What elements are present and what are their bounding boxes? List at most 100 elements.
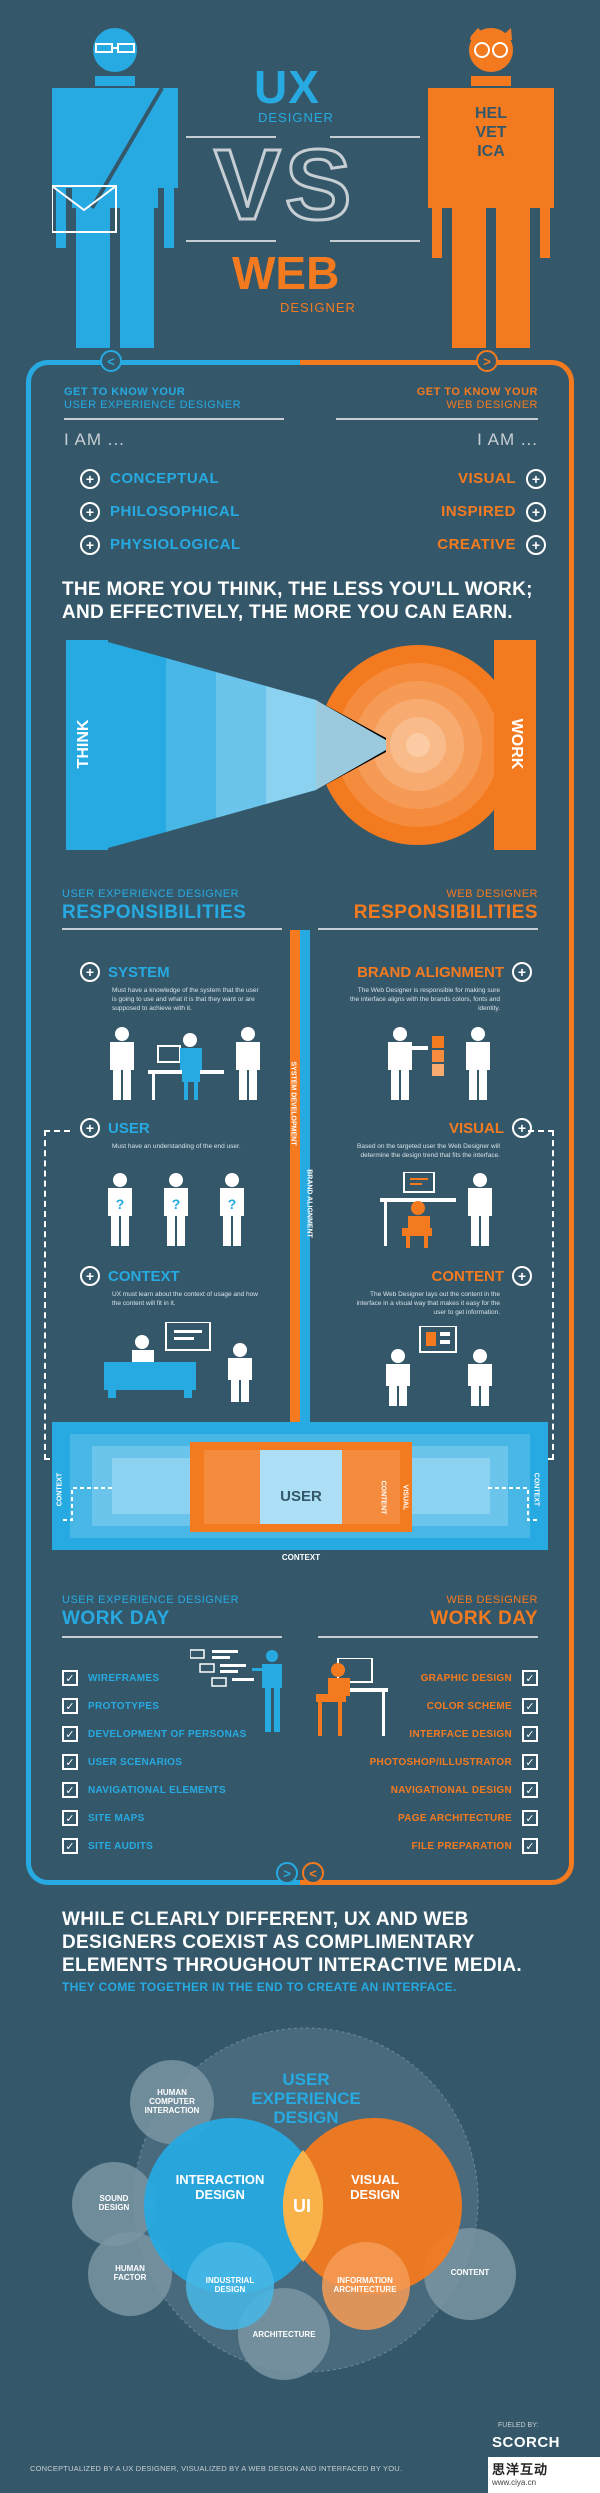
checkbox-icon[interactable]: ✓ [62, 1670, 78, 1686]
user-box-label: USER [280, 1488, 322, 1505]
coexist-sub: THEY COME TOGETHER IN THE END TO CREATE … [62, 1980, 457, 1994]
checkbox-icon[interactable]: ✓ [522, 1838, 538, 1854]
checkbox-icon[interactable]: ✓ [62, 1698, 78, 1714]
wireframe-sketch [190, 1649, 282, 1732]
plus-icon[interactable]: + [80, 1266, 100, 1286]
plus-icon[interactable]: + [80, 1118, 100, 1138]
workday-item: ✓SITE MAPS [62, 1804, 247, 1832]
title-web: WEB [232, 247, 340, 299]
plus-icon[interactable]: + [526, 501, 546, 522]
nav-bottom-left-button[interactable]: < [302, 1862, 324, 1884]
nav-left-button[interactable]: < [100, 350, 122, 372]
shirt-text-line: VET [475, 124, 507, 141]
resp-right-item-content: CONTENT+ The Web Designer lays out the c… [320, 1266, 532, 1317]
checkbox-icon[interactable]: ✓ [62, 1838, 78, 1854]
item-title: BRAND ALIGNMENT [357, 963, 504, 981]
web-frame [300, 360, 574, 1885]
coexist-line-1: WHILE CLEARLY DIFFERENT, UX AND WEB [62, 1909, 469, 1930]
checkbox-icon[interactable]: ✓ [522, 1754, 538, 1770]
plus-icon[interactable]: + [80, 468, 100, 489]
venn-line: DESIGN [195, 2187, 245, 2202]
think-headline-1: THE MORE YOU THINK, THE LESS YOU'LL WORK… [62, 579, 533, 600]
checkbox-icon[interactable]: ✓ [522, 1726, 538, 1742]
workday-item-label: NAVIGATIONAL ELEMENTS [88, 1784, 226, 1796]
nav-right-button[interactable]: > [476, 350, 498, 372]
trait-row: +PHILOSOPHICAL [80, 495, 241, 528]
intro-right-line1: GET TO KNOW YOUR [416, 386, 538, 398]
venn-ui-label: UI [293, 2196, 311, 2216]
venn-line: INTERACTION [175, 2172, 265, 2187]
footer-fueled: FUELED BY: [498, 2422, 539, 2429]
resp-left-big: RESPONSIBILITIES [62, 902, 247, 923]
think-work-graphic [66, 640, 536, 850]
title-web-sub: DESIGNER [280, 300, 356, 315]
checkbox-icon[interactable]: ✓ [62, 1782, 78, 1798]
venn-line: DESIGN [350, 2187, 400, 2202]
item-desc: The Web Designer is responsible for maki… [350, 987, 500, 1012]
item-desc: The Web Designer lays out the content in… [356, 1291, 500, 1316]
workday-item-label: FILE PREPARATION [411, 1840, 512, 1852]
venn-line: HUMAN [157, 2088, 187, 2097]
checkbox-icon[interactable]: ✓ [62, 1810, 78, 1826]
checkbox-icon[interactable]: ✓ [522, 1670, 538, 1686]
plus-icon[interactable]: + [526, 468, 546, 489]
resp-left-item-system: +SYSTEM Must have a knowledge of the sys… [80, 962, 270, 1013]
venn-diagram [72, 2027, 516, 2380]
checkbox-icon[interactable]: ✓ [522, 1810, 538, 1826]
plus-icon[interactable]: + [512, 1118, 532, 1138]
resp-right-small: WEB DESIGNER [446, 888, 538, 900]
plus-icon[interactable]: + [526, 534, 546, 555]
nav-bottom-right-button[interactable]: > [276, 1862, 298, 1884]
trait-row: CREATIVE + [437, 528, 546, 561]
venn-ux-label: USER EXPERIENCE DESIGN [216, 2070, 396, 2127]
system-dev-label: SYSTEM DEVELOPMENT [289, 1061, 297, 1146]
venn-hf-label: HUMAN FACTOR [90, 2264, 170, 2282]
checkbox-icon[interactable]: ✓ [522, 1782, 538, 1798]
visual-label: VISUAL [401, 1484, 409, 1511]
venn-sound-label: SOUND DESIGN [74, 2194, 154, 2212]
context-left-label: CONTEXT [56, 1472, 64, 1507]
plus-icon[interactable]: + [512, 1266, 532, 1286]
plus-icon[interactable]: + [80, 534, 100, 555]
context-people-icon [104, 1322, 252, 1402]
resp-left-item-context: +CONTEXT UX must learn about the context… [80, 1266, 270, 1308]
workday-item: ✓WIREFRAMES [62, 1664, 247, 1692]
trait-label: VISUAL [457, 470, 516, 487]
venn-hci-label: HUMAN COMPUTER INTERACTION [132, 2088, 212, 2115]
workday-item-label: PAGE ARCHITECTURE [398, 1812, 512, 1824]
item-desc: Based on the targeted user the Web Desig… [357, 1143, 500, 1159]
shirt-text-line: HEL [475, 105, 507, 122]
user-people-icon: ? ? ? [108, 1173, 244, 1246]
checkbox-icon[interactable]: ✓ [62, 1726, 78, 1742]
resp-right-rule [318, 928, 538, 930]
resp-left-small: USER EXPERIENCE DESIGNER [62, 888, 240, 900]
trait-row: +PHYSIOLOGICAL [80, 528, 241, 561]
brand-align-bar [300, 930, 310, 1430]
workday-item-label: INTERFACE DESIGN [409, 1728, 512, 1740]
plus-icon[interactable]: + [80, 501, 100, 522]
plus-icon[interactable]: + [512, 962, 532, 982]
resp-left-item-user: +USER Must have an understanding of the … [80, 1118, 270, 1151]
workday-item: GRAPHIC DESIGN ✓ [370, 1664, 538, 1692]
trait-label: CREATIVE [437, 536, 516, 553]
iam-right: I AM ... [477, 430, 538, 449]
checkbox-icon[interactable]: ✓ [522, 1698, 538, 1714]
venn-architecture-label: ARCHITECTURE [252, 2330, 316, 2339]
checkbox-icon[interactable]: ✓ [62, 1754, 78, 1770]
right-trait-list: VISUAL+ INSPIRED+ CREATIVE+ [437, 462, 546, 561]
workday-item: COLOR SCHEME✓ [370, 1692, 538, 1720]
watermark-url: www.ciya.cn [492, 2478, 537, 2487]
chevron-left-icon: < [309, 1865, 317, 1881]
work-label: WORK [508, 718, 525, 770]
venn-content-label: CONTENT [450, 2268, 490, 2277]
workday-item: ✓ NAVIGATIONAL ELEMENTS [62, 1776, 247, 1804]
plus-icon[interactable]: + [80, 962, 100, 982]
item-title: SYSTEM [108, 963, 170, 981]
workday-item-label: GRAPHIC DESIGN [420, 1672, 512, 1684]
workday-item: FILE PREPARATION ✓ [370, 1832, 538, 1860]
workday-item: ✓USER SCENARIOS [62, 1748, 247, 1776]
venn-line: VISUAL [351, 2172, 399, 2187]
intro-left-line1: GET TO KNOW YOUR [64, 386, 186, 398]
workday-item-label: SITE AUDITS [88, 1840, 154, 1852]
venn-ux-line: USER [282, 2070, 330, 2089]
